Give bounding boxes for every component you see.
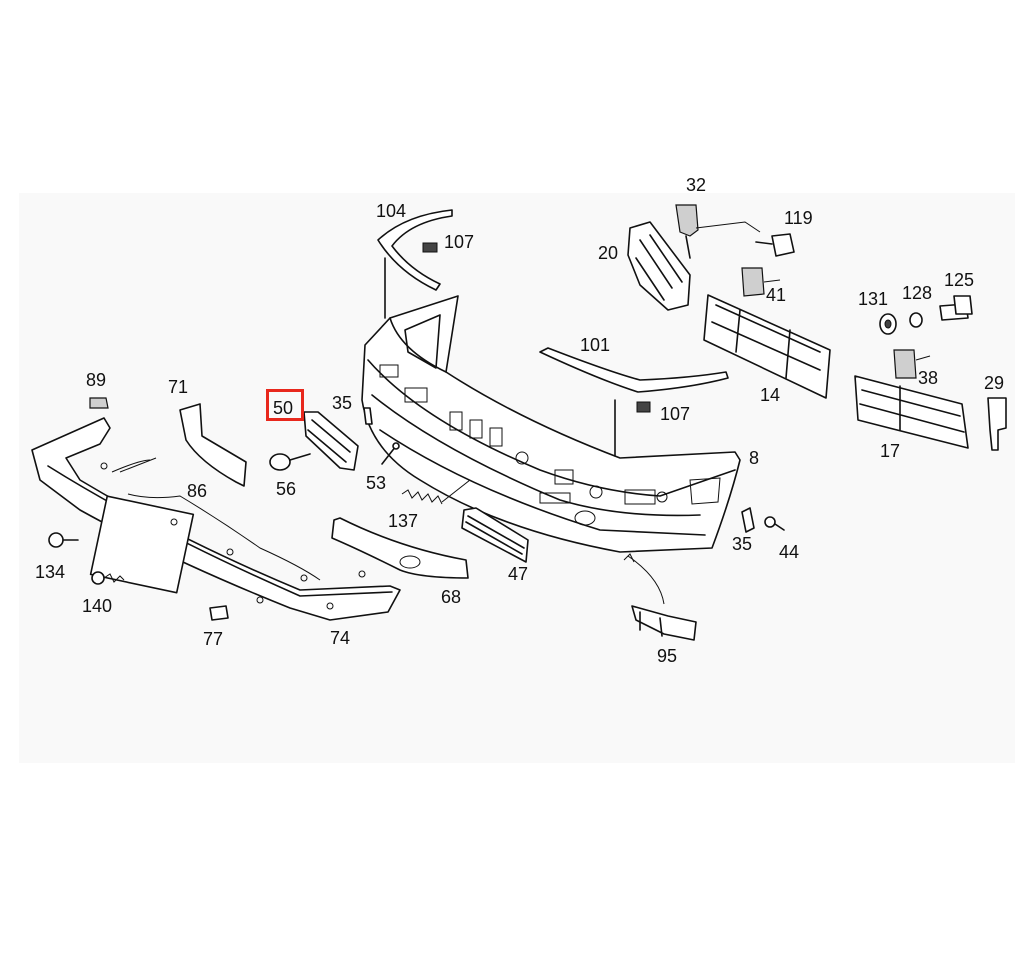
label-77: 77 <box>203 629 223 649</box>
label-140: 140 <box>82 596 112 616</box>
part-8-bumper-cover <box>361 295 741 553</box>
part-47-grille <box>461 507 529 563</box>
label-20: 20 <box>598 243 618 263</box>
part-101-trim-strip <box>539 347 729 393</box>
part-53-pin <box>381 442 400 465</box>
part-140-screw <box>91 571 125 585</box>
part-119-bolt <box>755 233 795 257</box>
label-56: 56 <box>276 479 296 499</box>
part-20-bracket <box>627 221 691 311</box>
label-134: 134 <box>35 562 65 582</box>
label-29: 29 <box>984 373 1004 393</box>
label-131: 131 <box>858 289 888 309</box>
label-41: 41 <box>766 285 786 305</box>
part-32-clip <box>675 204 761 259</box>
part-44-pin <box>764 516 785 531</box>
label-119: 119 <box>784 208 813 228</box>
part-41-clip <box>741 267 781 297</box>
label-32: 32 <box>686 175 706 195</box>
label-17: 17 <box>880 441 900 461</box>
part-89-clip <box>89 397 109 409</box>
part-14-absorber <box>703 294 831 399</box>
part-17-absorber <box>854 375 969 449</box>
label-71: 71 <box>168 377 188 397</box>
label-35b: 35 <box>732 534 752 554</box>
part-35a-link <box>363 407 373 425</box>
part-107b-clip <box>636 401 651 413</box>
part-137-spring <box>401 479 471 505</box>
part-35b-link <box>741 507 755 533</box>
label-107b: 107 <box>660 404 690 424</box>
label-86: 86 <box>187 481 207 501</box>
part-125-bolt <box>939 295 973 321</box>
part-95-tow-bracket <box>623 553 697 641</box>
part-29-bracket <box>987 397 1007 451</box>
part-74-bumper-assembly <box>31 417 401 621</box>
label-95: 95 <box>657 646 677 666</box>
part-71-strip <box>179 403 247 487</box>
part-77-plug <box>209 605 229 621</box>
label-137: 137 <box>388 511 418 531</box>
label-68: 68 <box>441 587 461 607</box>
label-14: 14 <box>760 385 780 405</box>
label-35a: 35 <box>332 393 352 413</box>
label-50: 50 <box>273 398 293 418</box>
part-86-wiring <box>111 457 321 581</box>
highlight-box-part-50 <box>266 389 304 421</box>
part-56-screw <box>269 453 311 471</box>
label-47: 47 <box>508 564 528 584</box>
part-128-washer <box>909 312 923 328</box>
part-50-corner-bracket <box>303 411 359 471</box>
label-53: 53 <box>366 473 386 493</box>
label-104: 104 <box>376 201 406 221</box>
part-38-clip <box>893 349 931 379</box>
part-107a-clip <box>422 242 438 253</box>
label-89: 89 <box>86 370 106 390</box>
label-101: 101 <box>580 335 610 355</box>
label-74: 74 <box>330 628 350 648</box>
label-107a: 107 <box>444 232 474 252</box>
part-68-lower-strip <box>331 517 469 579</box>
label-44: 44 <box>779 542 799 562</box>
part-104-trim-strip <box>377 209 453 319</box>
part-131-washer <box>879 313 897 335</box>
part-134-bolt <box>48 532 79 548</box>
label-38: 38 <box>918 368 938 388</box>
label-128: 128 <box>902 283 932 303</box>
label-125: 125 <box>944 270 974 290</box>
label-8: 8 <box>749 448 759 468</box>
